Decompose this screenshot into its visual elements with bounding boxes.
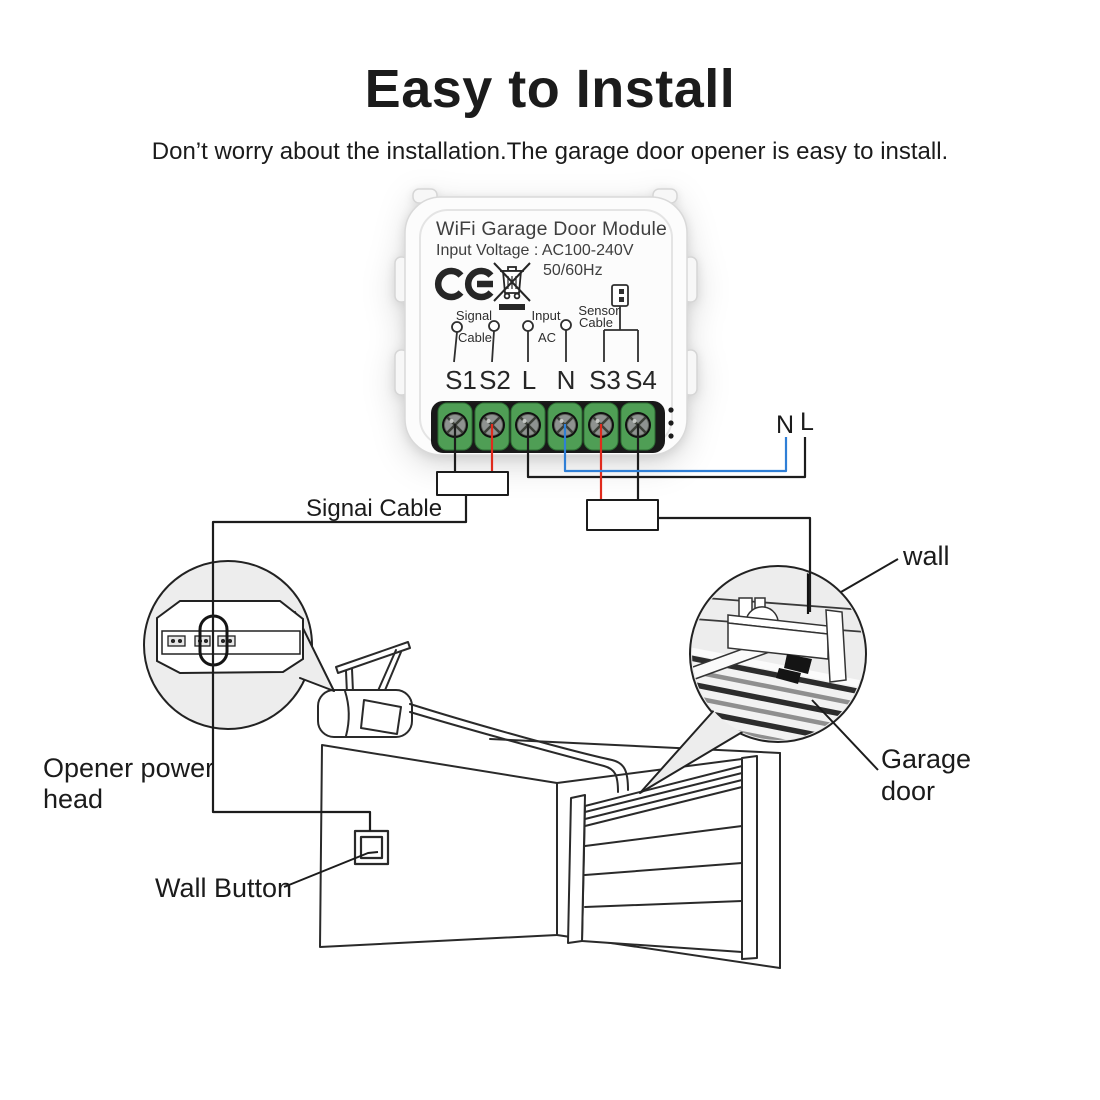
neutral-label: N <box>776 411 795 439</box>
live-label: L <box>800 408 814 436</box>
page-subtitle: Don’t worry about the installation.The g… <box>151 138 949 165</box>
module-frequency: 50/60Hz <box>543 262 603 279</box>
wall-button-drawing <box>353 829 390 866</box>
callout-tail <box>640 708 744 793</box>
wall-button-pointer <box>283 851 379 888</box>
port-signal-label: Signal <box>455 308 493 323</box>
port-sensor-label: Sensor <box>578 303 620 318</box>
sensor-callout-bubble <box>639 565 867 794</box>
terminal-s1: S1 <box>445 365 477 395</box>
opener-power-head-label: Opener power head <box>43 753 215 815</box>
opener-callout-bubble <box>143 560 335 730</box>
wiring-lines <box>211 424 899 888</box>
terminal-s2: S2 <box>479 365 511 395</box>
door-header-line <box>556 758 743 784</box>
port-signal-label2: Cable <box>458 330 492 345</box>
signal-junction-box <box>436 471 509 496</box>
weee-icon <box>493 262 531 310</box>
sensor-cable-run <box>658 516 812 612</box>
ceiling-line <box>489 738 781 754</box>
module-voltage: Input Voltage : AC100-240V <box>436 242 634 259</box>
module-name: WiFi Garage Door Module <box>436 218 668 240</box>
wall-button-label: Wall Button <box>155 873 293 903</box>
opener-rail <box>409 703 629 791</box>
status-dots <box>668 407 674 439</box>
garage-door-pointer <box>811 699 879 771</box>
red-wires <box>490 424 603 500</box>
terminal-s4: S4 <box>625 365 657 395</box>
blue-wires <box>563 424 788 473</box>
port-markers <box>451 306 639 363</box>
terminal-s3: S3 <box>589 365 621 395</box>
door-right-post <box>741 755 758 960</box>
page-title: Easy to Install <box>364 59 736 119</box>
port-input-label2: AC <box>537 330 557 345</box>
garage-drawing <box>317 641 781 969</box>
opener-power-head-drawing <box>317 641 629 793</box>
pointer-lines <box>283 558 899 888</box>
wall-pointer <box>840 558 899 593</box>
terminal-n: N <box>556 365 576 395</box>
port-input-label: Input <box>531 308 561 323</box>
wall-label: wall <box>903 541 950 571</box>
port-sensor-label2: Cable <box>579 315 613 330</box>
signal-cable-run <box>211 495 468 831</box>
door-left-post <box>567 794 586 944</box>
sensor-junction-box <box>586 499 659 531</box>
black-wires <box>211 424 812 831</box>
ce-mark-icon <box>434 267 494 301</box>
signal-cable-label: Signai Cable <box>306 495 443 522</box>
garage-door-label: Garage door <box>881 744 972 806</box>
garage-door-drawing <box>567 755 758 960</box>
terminal-l: L <box>521 365 537 395</box>
module-body <box>404 196 688 456</box>
sensor-eye <box>784 654 812 674</box>
